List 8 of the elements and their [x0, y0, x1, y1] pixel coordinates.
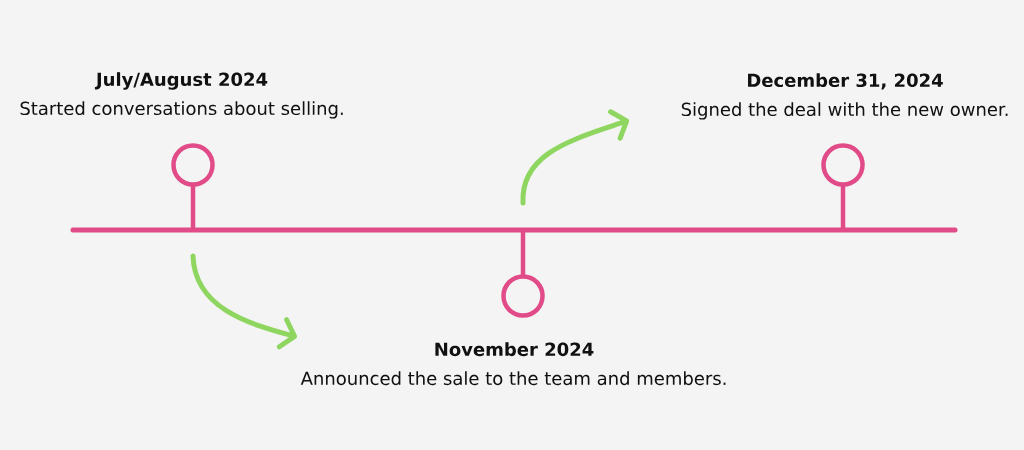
- curved-arrow: [190, 253, 298, 350]
- event-description: Announced the sale to the team and members.: [300, 371, 726, 386]
- date-heading: December 31, 2024: [748, 73, 943, 90]
- event-description: Started conversations about selling.: [20, 101, 343, 119]
- date-heading: November 2024: [435, 342, 594, 357]
- event-description: Signed the deal with the new owner.: [681, 102, 1008, 120]
- date-heading: July/August 2024: [94, 72, 268, 90]
- curved-arrow: [520, 109, 630, 206]
